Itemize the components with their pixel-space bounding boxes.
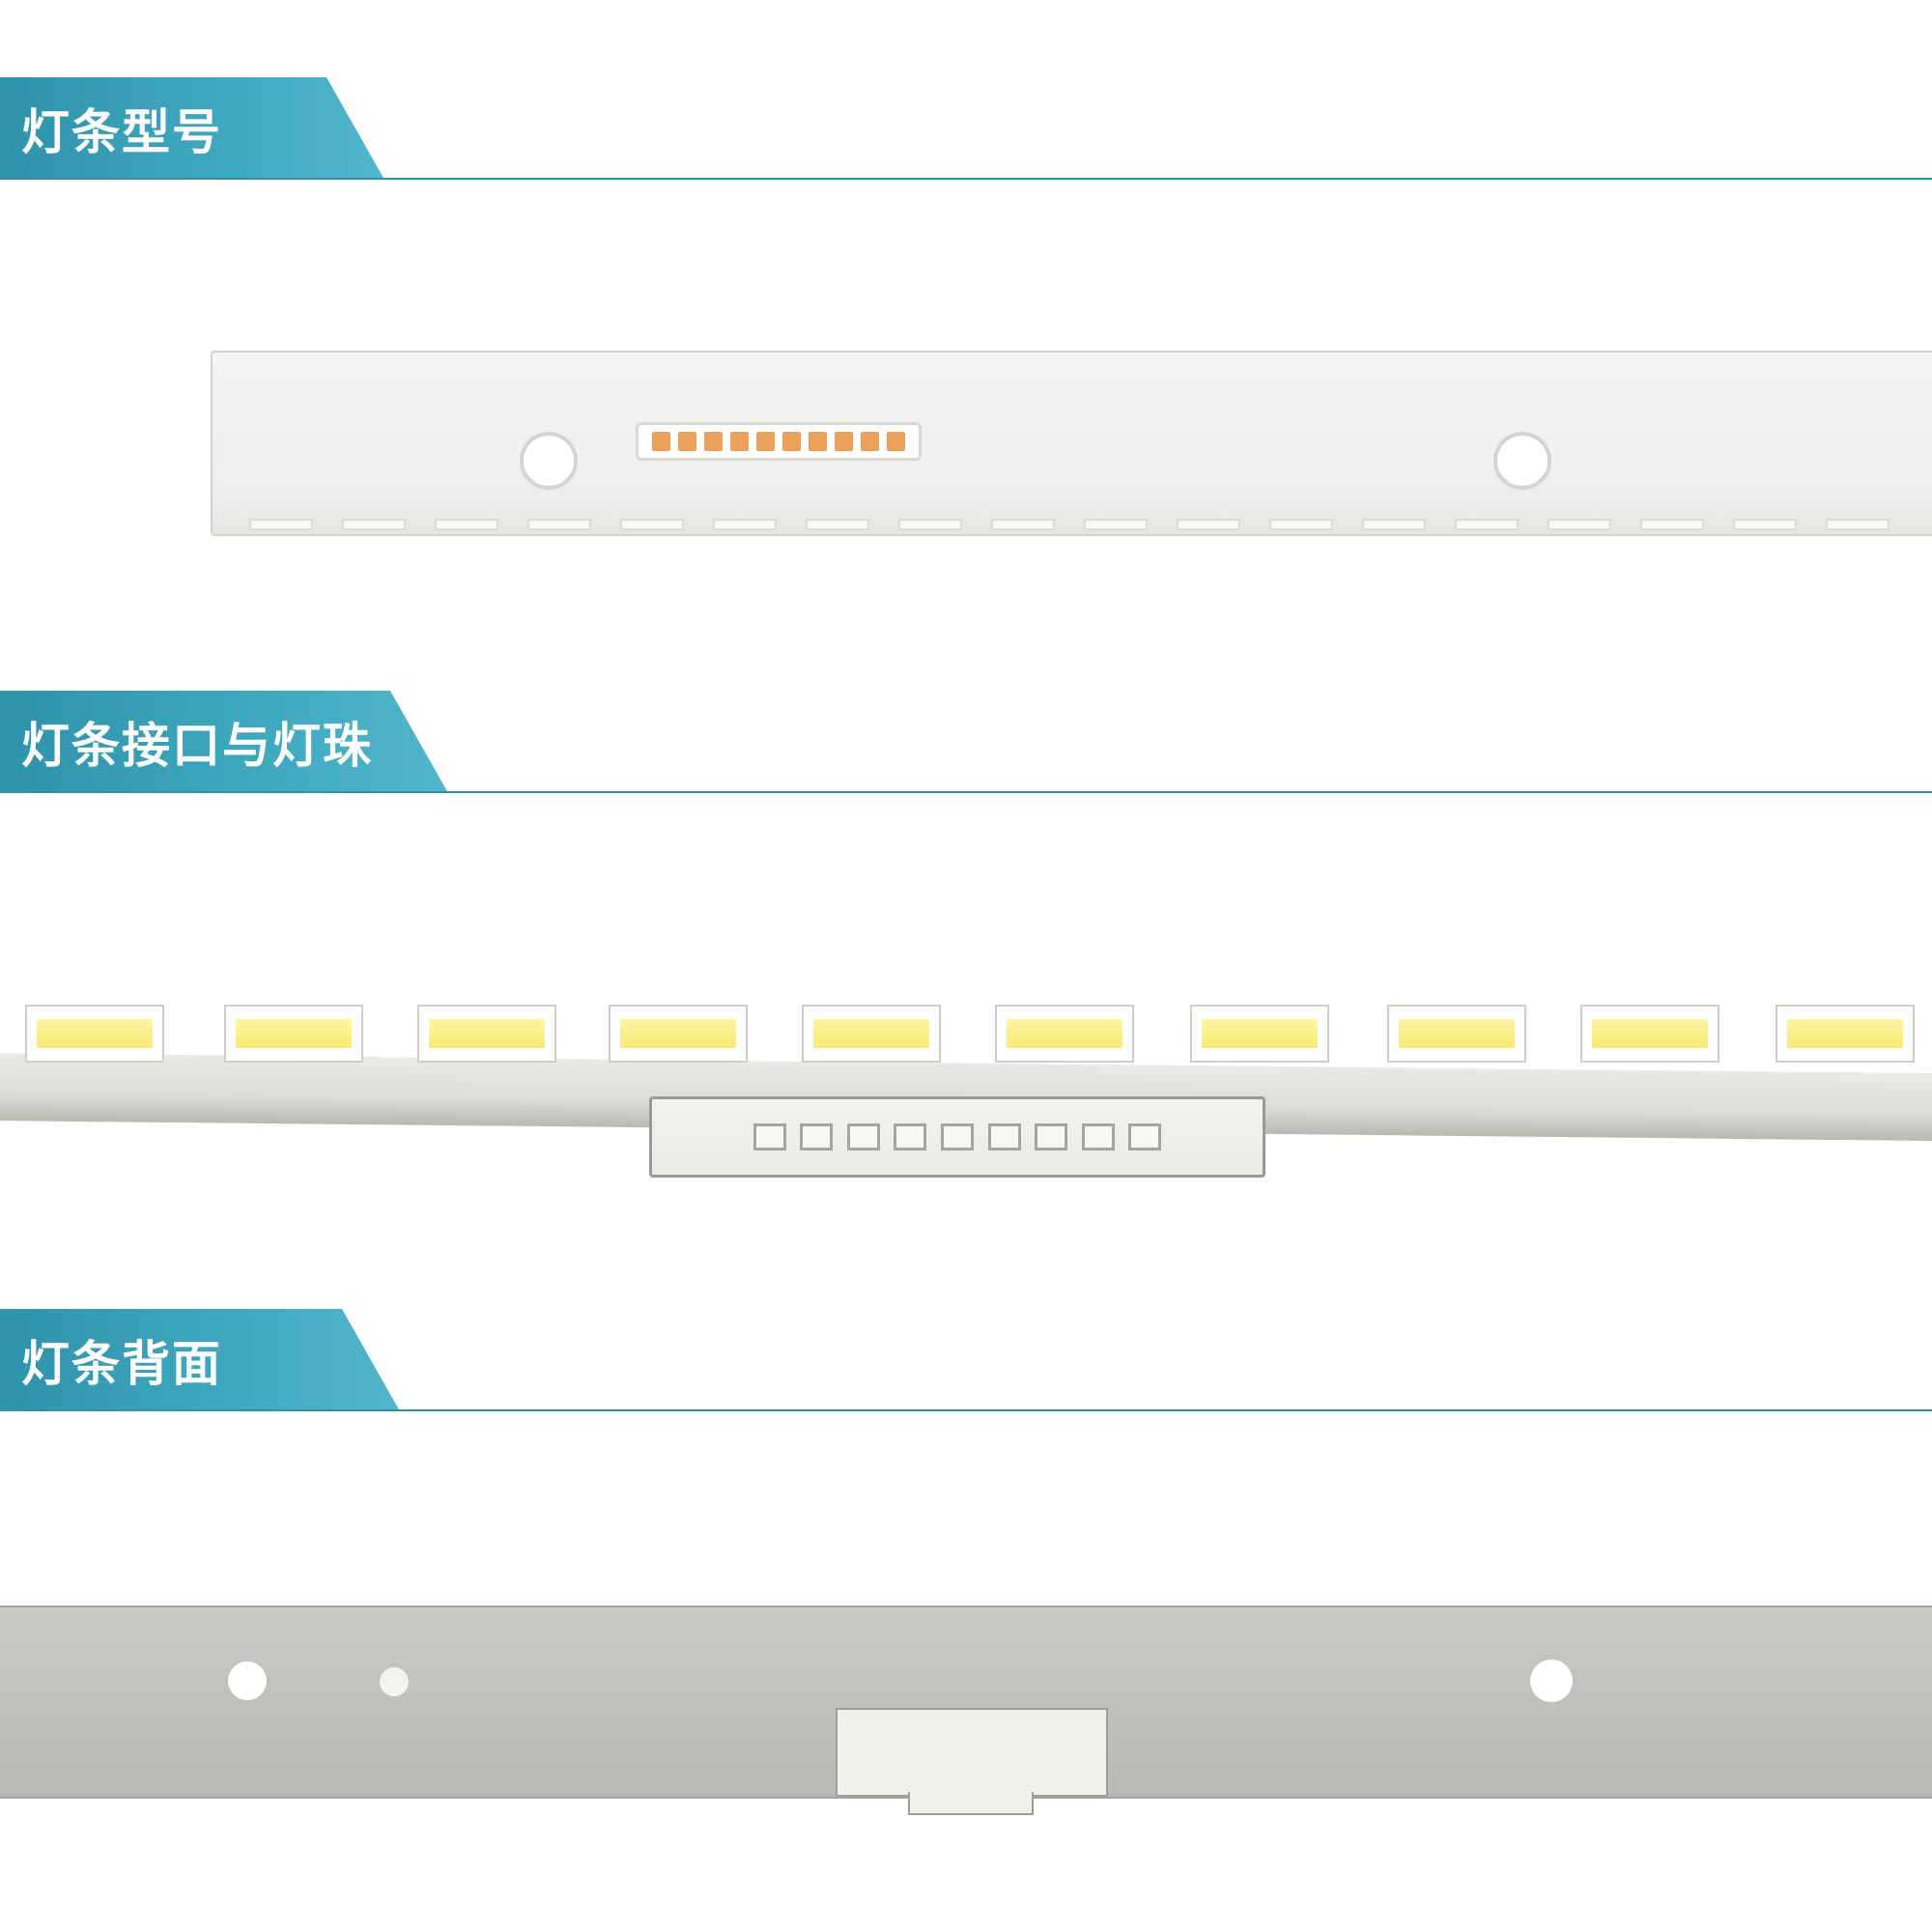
led-edge <box>1177 519 1240 530</box>
led-lens <box>37 1019 153 1048</box>
section-header-connector: 灯条接口与灯珠 <box>0 691 448 793</box>
led-bead <box>609 1005 748 1063</box>
section-title: 灯条型号 <box>21 104 222 160</box>
led-edge <box>1733 519 1797 530</box>
led-lens <box>236 1019 352 1048</box>
led-lens <box>429 1019 545 1048</box>
connector-back-tab-lower <box>908 1792 1034 1815</box>
connector-slot <box>800 1123 834 1151</box>
section-title: 灯条接口与灯珠 <box>21 718 373 774</box>
mounting-hole <box>380 1667 409 1696</box>
led-edge <box>435 519 498 530</box>
led-edge <box>713 519 777 530</box>
led-bead <box>25 1005 164 1063</box>
led-edge <box>1826 519 1889 530</box>
connector-slot <box>1128 1123 1162 1151</box>
led-bead <box>224 1005 363 1063</box>
led-lens <box>1787 1019 1903 1048</box>
led-edge <box>1455 519 1519 530</box>
led-lens <box>1592 1019 1708 1048</box>
led-edge <box>1084 519 1148 530</box>
led-bead <box>417 1005 556 1063</box>
connector-slot <box>1035 1123 1068 1151</box>
contact-pad <box>861 432 879 451</box>
connector-slot <box>753 1123 786 1151</box>
connector-slot <box>1081 1123 1115 1151</box>
led-edge <box>527 519 591 530</box>
connector-back-tab <box>836 1708 1108 1797</box>
led-lens <box>1007 1019 1122 1048</box>
led-lens <box>813 1019 929 1048</box>
strip-connector <box>649 1096 1265 1178</box>
led-edge <box>342 519 406 530</box>
led-strip-front-photo <box>211 351 1932 536</box>
section-divider <box>0 178 1932 180</box>
mounting-hole <box>1493 432 1551 490</box>
contact-pad <box>887 432 905 451</box>
section-header-back: 灯条背面 <box>0 1309 400 1411</box>
led-bead <box>995 1005 1134 1063</box>
contact-pad <box>835 432 853 451</box>
led-lens <box>1399 1019 1515 1048</box>
led-bead <box>802 1005 941 1063</box>
contact-pad <box>652 432 670 451</box>
mounting-hole <box>520 432 578 490</box>
led-bead <box>1387 1005 1526 1063</box>
led-edge <box>1269 519 1333 530</box>
led-lens <box>1202 1019 1318 1048</box>
led-bead <box>1776 1005 1915 1063</box>
led-edge <box>249 519 313 530</box>
connector-slot <box>987 1123 1021 1151</box>
led-edge <box>620 519 684 530</box>
led-edge <box>991 519 1055 530</box>
section-divider <box>0 791 1932 793</box>
connector-slot <box>846 1123 880 1151</box>
led-bead <box>1580 1005 1719 1063</box>
mounting-hole <box>1530 1660 1573 1702</box>
led-lens <box>620 1019 736 1048</box>
connector-slot <box>894 1123 927 1151</box>
section-header-model: 灯条型号 <box>0 77 384 180</box>
led-edge <box>1640 519 1704 530</box>
led-edge <box>898 519 962 530</box>
contact-pad <box>704 432 723 451</box>
contact-pad <box>678 432 696 451</box>
contact-pad <box>756 432 775 451</box>
section-divider <box>0 1409 1932 1411</box>
mounting-hole <box>228 1662 267 1700</box>
connector-slot <box>940 1123 974 1151</box>
led-edge <box>806 519 869 530</box>
contact-pad <box>782 432 801 451</box>
contact-pad <box>809 432 827 451</box>
led-edge <box>1362 519 1426 530</box>
led-edge <box>1548 519 1611 530</box>
section-title: 灯条背面 <box>21 1336 222 1392</box>
led-bead <box>1190 1005 1329 1063</box>
contact-pad <box>730 432 749 451</box>
contact-pad-row <box>636 422 922 461</box>
